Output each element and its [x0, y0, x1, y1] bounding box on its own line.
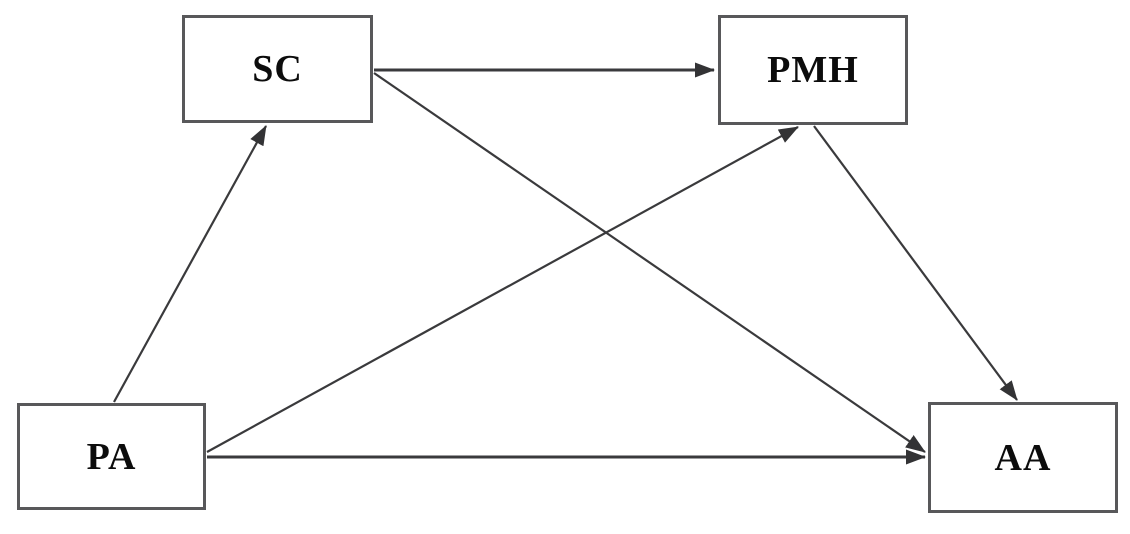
arrow-pa-pmh [206, 126, 799, 453]
node-sc: SC [182, 15, 373, 123]
node-pmh: PMH [718, 15, 908, 125]
node-pa-label: PA [86, 435, 137, 478]
node-aa: AA [928, 402, 1118, 513]
node-pmh-label: PMH [767, 49, 859, 91]
node-aa-label: AA [994, 436, 1052, 479]
node-sc-label: SC [252, 48, 303, 90]
arrow-pa-sc [113, 125, 267, 403]
node-pa: PA [17, 403, 206, 510]
arrow-sc-aa [373, 72, 926, 453]
arrow-pmh-aa [813, 125, 1018, 401]
